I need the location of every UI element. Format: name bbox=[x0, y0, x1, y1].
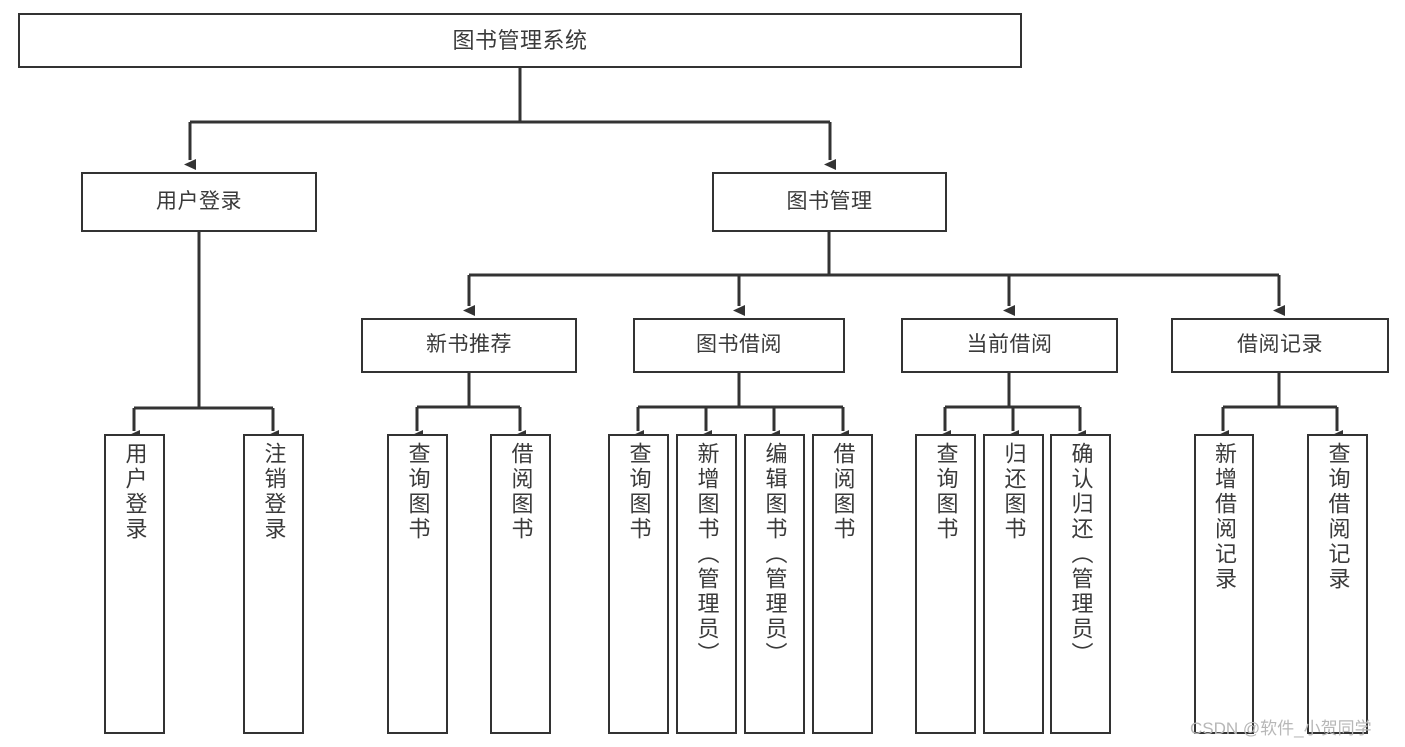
node-label: 用户登录 bbox=[156, 189, 242, 213]
node-label: 借阅图书 bbox=[508, 442, 534, 542]
leaf-book-borrow-query-book[interactable]: 查询图书 bbox=[608, 434, 669, 734]
node-label: 查询图书 bbox=[405, 442, 431, 542]
leaf-book-borrow-edit-book[interactable]: 编辑图书（管理员） bbox=[744, 434, 805, 734]
node-label: 新增借阅记录 bbox=[1212, 442, 1237, 592]
node-label: 借阅记录 bbox=[1237, 333, 1323, 357]
leaf-new-book-query-book[interactable]: 查询图书 bbox=[387, 434, 448, 734]
node-borrow-record[interactable]: 借阅记录 bbox=[1171, 318, 1389, 373]
node-label: 查询图书 bbox=[933, 442, 959, 542]
leaf-borrow-record-query-record[interactable]: 查询借阅记录 bbox=[1307, 434, 1368, 734]
node-label: 新增图书（管理员） bbox=[694, 442, 720, 667]
node-user-login[interactable]: 用户登录 bbox=[81, 172, 317, 232]
watermark-text: CSDN @软件_小贺同学 bbox=[1190, 719, 1372, 738]
node-new-book-recommend[interactable]: 新书推荐 bbox=[361, 318, 577, 373]
node-label: 确认归还（管理员） bbox=[1068, 442, 1094, 667]
node-label: 注销登录 bbox=[261, 442, 287, 542]
leaf-book-borrow-borrow-book[interactable]: 借阅图书 bbox=[812, 434, 873, 734]
node-current-borrow[interactable]: 当前借阅 bbox=[901, 318, 1118, 373]
node-label: 查询借阅记录 bbox=[1325, 442, 1351, 592]
node-label: 新书推荐 bbox=[426, 333, 512, 357]
node-root-system[interactable]: 图书管理系统 bbox=[18, 13, 1022, 68]
node-label: 归还图书 bbox=[1001, 442, 1027, 542]
node-label: 图书管理系统 bbox=[452, 27, 588, 53]
node-label: 借阅图书 bbox=[830, 442, 856, 542]
node-book-management[interactable]: 图书管理 bbox=[712, 172, 947, 232]
leaf-current-borrow-return-book[interactable]: 归还图书 bbox=[983, 434, 1044, 734]
node-label: 图书管理 bbox=[786, 189, 873, 213]
leaf-user-login-login[interactable]: 用户登录 bbox=[104, 434, 165, 734]
leaf-book-borrow-add-book[interactable]: 新增图书（管理员） bbox=[676, 434, 737, 734]
leaf-current-borrow-query-book[interactable]: 查询图书 bbox=[915, 434, 976, 734]
leaf-new-book-borrow-book[interactable]: 借阅图书 bbox=[490, 434, 551, 734]
leaf-borrow-record-add-record[interactable]: 新增借阅记录 bbox=[1194, 434, 1254, 734]
node-label: 编辑图书（管理员） bbox=[762, 442, 788, 667]
leaf-user-login-logout[interactable]: 注销登录 bbox=[243, 434, 304, 734]
node-label: 用户登录 bbox=[122, 442, 148, 542]
leaf-current-borrow-confirm-return[interactable]: 确认归还（管理员） bbox=[1050, 434, 1111, 734]
node-label: 查询图书 bbox=[626, 442, 652, 542]
node-label: 图书借阅 bbox=[696, 333, 782, 357]
node-label: 当前借阅 bbox=[966, 333, 1053, 357]
node-book-borrow[interactable]: 图书借阅 bbox=[633, 318, 845, 373]
